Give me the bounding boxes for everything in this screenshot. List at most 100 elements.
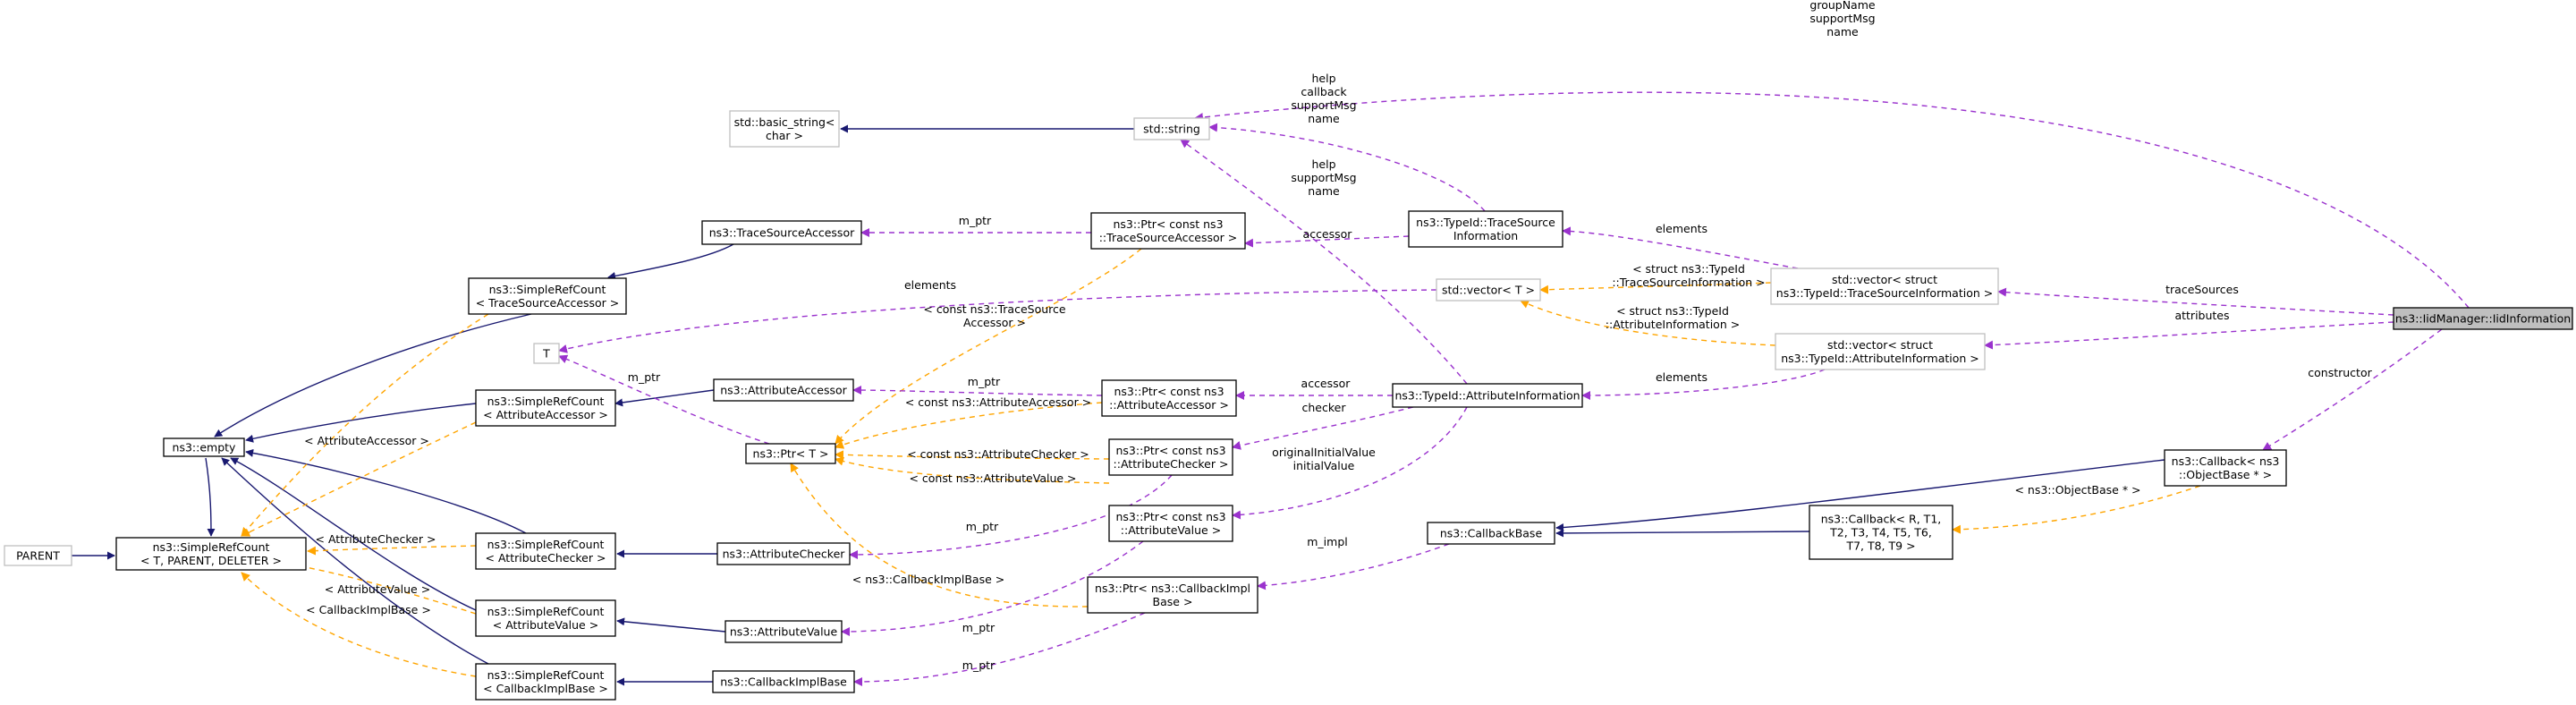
class-node-cib[interactable]: ns3::CallbackImplBase: [712, 670, 855, 693]
edge-label-attr_info-to-ptr_aa: accessor: [1301, 377, 1352, 390]
edge-template-ptr_tsa-to-ptr_t: [835, 248, 1142, 445]
class-box-attr_info: [1392, 383, 1583, 408]
class-box-basic_string: [729, 110, 840, 148]
class-node-tsa[interactable]: ns3::TraceSourceAccessor: [701, 220, 862, 245]
edge-usage-vector_t-to-t: [558, 289, 1437, 353]
edge-label-vector_t-to-t: elements: [904, 278, 956, 292]
class-node-basic_string: std::basic_string<char >: [729, 110, 840, 148]
edge-label-src_av-to-simplerefcount_t: < AttributeValue >: [325, 582, 430, 596]
edge-inherit-src_tsa-to-empty: [214, 313, 532, 437]
class-box-src_av: [475, 599, 616, 637]
class-label-ptr_t: ns3::Ptr< T >: [753, 447, 829, 461]
edge-label-ptr_av-to-av: m_ptr: [962, 621, 996, 634]
class-label-cib: ns3::CallbackImplBase: [720, 675, 847, 689]
edge-label-vector_ai-to-attr_info: elements: [1656, 370, 1707, 384]
class-box-t: [533, 343, 560, 364]
edge-inherit-src_av-to-empty: [230, 457, 477, 611]
class-box-vector_tsi: [1770, 268, 1999, 305]
class-box-callback_base: [1427, 522, 1555, 545]
edge-label-ptr_cib-to-cib: m_ptr: [962, 658, 996, 672]
edge-label-iid-to-vector_ai: attributes: [2174, 309, 2229, 322]
class-node-ptr_aa[interactable]: ns3::Ptr< const ns3::AttributeAccessor >: [1101, 379, 1237, 417]
edge-usage-ptr_ac-to-ac: [849, 474, 1173, 559]
class-box-av: [724, 620, 843, 643]
edge-inherit-callback_ob-to-callback_base: [1555, 459, 2165, 531]
class-node-src_av[interactable]: ns3::SimpleRefCount< AttributeValue >: [475, 599, 616, 637]
edge-template-vector_ai-to-vector_t: [1520, 300, 1776, 346]
class-box-cib: [712, 670, 855, 693]
edge-inherit-src_cib-to-empty: [221, 457, 489, 665]
class-box-iid: [2393, 307, 2573, 330]
class-node-src_aa[interactable]: ns3::SimpleRefCount< AttributeAccessor >: [475, 389, 616, 427]
class-node-ptr_tsa[interactable]: ns3::Ptr< const ns3::TraceSourceAccessor…: [1090, 212, 1246, 250]
class-label-attr_info: ns3::TypeId::AttributeInformation: [1394, 389, 1580, 403]
class-label-t: T: [542, 347, 550, 361]
class-node-src_cib[interactable]: ns3::SimpleRefCount< CallbackImplBase >: [475, 663, 616, 701]
edge-template-src_cib-to-simplerefcount_t: [241, 572, 477, 677]
edge-label-vector_tsi-to-vector_t: < struct ns3::TypeId::TraceSourceInforma…: [1612, 262, 1765, 289]
class-box-vector_t: [1436, 278, 1541, 302]
edge-inherit-tsa-to-src_tsa: [607, 243, 734, 280]
class-label-callback_ob: ns3::Callback< ns3::ObjectBase * >: [2172, 454, 2280, 481]
class-node-vector_t: std::vector< T >: [1436, 278, 1541, 302]
class-box-src_tsa: [468, 277, 627, 315]
class-node-callback_t[interactable]: ns3::Callback< R, T1,T2, T3, T4, T5, T6,…: [1809, 505, 1953, 560]
edge-label-iid-to-vector_tsi: traceSources: [2165, 283, 2239, 296]
class-box-vector_ai: [1775, 333, 1986, 370]
class-node-string: std::string: [1133, 117, 1210, 140]
class-node-src_ac[interactable]: ns3::SimpleRefCount< AttributeChecker >: [475, 532, 616, 570]
class-node-aa[interactable]: ns3::AttributeAccessor: [713, 378, 854, 402]
class-label-aa: ns3::AttributeAccessor: [720, 384, 847, 397]
class-node-simplerefcount_t[interactable]: ns3::SimpleRefCount< T, PARENT, DELETER …: [115, 537, 307, 571]
class-box-callback_ob: [2164, 449, 2287, 487]
class-label-ptr_aa: ns3::Ptr< const ns3::AttributeAccessor >: [1109, 385, 1229, 412]
class-node-ptr_ac[interactable]: ns3::Ptr< const ns3::AttributeChecker >: [1108, 438, 1233, 476]
class-box-callback_t: [1809, 505, 1953, 560]
edge-usage-callback_base-to-ptr_cib: [1257, 543, 1450, 590]
class-label-basic_string: std::basic_string<char >: [734, 115, 835, 142]
edge-template-src_ac-to-simplerefcount_t: [307, 545, 477, 556]
class-node-empty[interactable]: ns3::empty: [163, 437, 245, 457]
class-label-ptr_ac: ns3::Ptr< const ns3::AttributeChecker >: [1114, 444, 1229, 471]
edge-usage-attr_info-to-string: [1180, 139, 1468, 385]
edge-usage-ptr_cib-to-cib: [853, 612, 1146, 686]
class-label-src_cib: ns3::SimpleRefCount< CallbackImplBase >: [483, 668, 608, 695]
class-box-empty: [163, 437, 245, 457]
class-node-av[interactable]: ns3::AttributeValue: [724, 620, 843, 643]
class-node-src_tsa[interactable]: ns3::SimpleRefCount< TraceSourceAccessor…: [468, 277, 627, 315]
class-node-ptr_t[interactable]: ns3::Ptr< T >: [745, 443, 836, 464]
class-box-ac: [716, 542, 851, 565]
class-box-aa: [713, 378, 854, 402]
class-node-callback_base[interactable]: ns3::CallbackBase: [1427, 522, 1555, 545]
class-label-av: ns3::AttributeValue: [730, 625, 838, 639]
class-node-ac[interactable]: ns3::AttributeChecker: [716, 542, 851, 565]
class-node-ptr_av[interactable]: ns3::Ptr< const ns3::AttributeValue >: [1108, 505, 1233, 542]
class-label-src_ac: ns3::SimpleRefCount< AttributeChecker >: [486, 538, 606, 565]
edge-label-ptr_aa-to-ptr_t: < const ns3::AttributeAccessor >: [905, 395, 1091, 409]
class-label-ptr_tsa: ns3::Ptr< const ns3::TraceSourceAccessor…: [1099, 217, 1238, 244]
edge-template-vector_tsi-to-vector_t: [1539, 282, 1772, 294]
edge-label-ptr_aa-to-aa: m_ptr: [968, 375, 1001, 388]
edges-layer: [72, 91, 2470, 686]
class-node-attr_info[interactable]: ns3::TypeId::AttributeInformation: [1392, 383, 1583, 408]
class-box-ptr_ac: [1108, 438, 1233, 476]
edge-template-callback_ob-to-callback_t: [1952, 485, 2201, 534]
class-node-callback_ob[interactable]: ns3::Callback< ns3::ObjectBase * >: [2164, 449, 2287, 487]
edge-template-ptr_aa-to-ptr_t: [835, 402, 1103, 449]
class-node-t: T: [533, 343, 560, 364]
class-label-tsa: ns3::TraceSourceAccessor: [709, 226, 855, 240]
class-box-ptr_t: [745, 443, 836, 464]
class-box-simplerefcount_t: [115, 537, 307, 571]
edge-label-vector_ai-to-vector_t: < struct ns3::TypeId::AttributeInformati…: [1606, 304, 1740, 331]
edge-label-tsi-to-ptr_tsa: accessor: [1303, 227, 1353, 241]
edge-inherit-aa-to-src_aa: [614, 389, 715, 407]
edge-label-attr_info-to-ptr_ac: checker: [1302, 401, 1347, 414]
edge-usage-ptr_t-to-t: [558, 354, 770, 445]
class-label-ac: ns3::AttributeChecker: [723, 548, 846, 561]
class-node-iid[interactable]: ns3::IidManager::IidInformation: [2393, 307, 2573, 330]
